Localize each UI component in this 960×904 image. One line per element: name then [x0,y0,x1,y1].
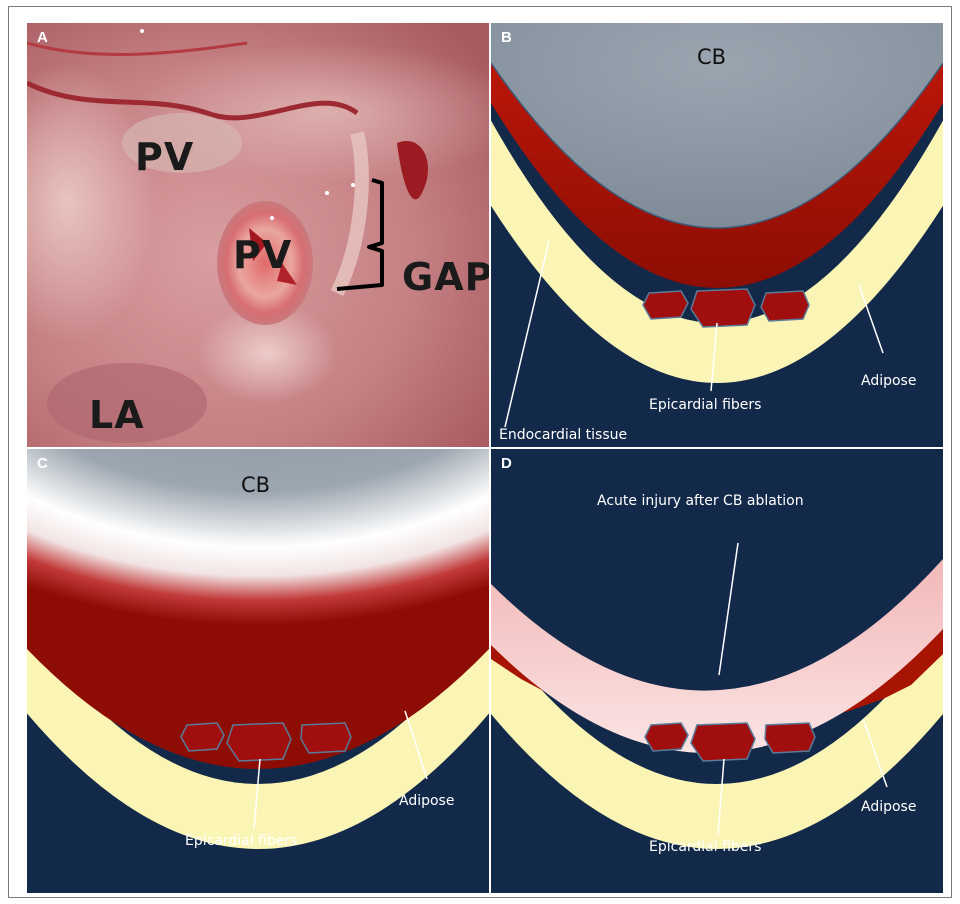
panel-a-letter: A [37,29,48,46]
figure: A PV PV GAP LA [8,6,952,898]
panel-b-letter: B [501,29,512,46]
panel-d-letter: D [501,455,512,472]
panel-c-diagram [27,449,489,893]
injury-label: Acute injury after CB ablation [597,493,804,509]
adipose-label: Adipose [861,799,916,815]
adipose-label: Adipose [399,793,454,809]
panel-d: D Acute injury after CB ablation Epicard… [491,449,943,893]
endocardial-label: Endocardial tissue [499,427,627,443]
panel-a: A PV PV GAP LA [27,23,489,447]
pv-upper-label: PV [135,135,194,179]
gap-label: GAP [402,255,489,299]
adipose-label: Adipose [861,373,916,389]
epicardial-label: Epicardial fibers [649,839,761,855]
panel-c-letter: C [37,455,48,472]
epicardial-label: Epicardial fibers [649,397,761,413]
la-label: LA [89,393,145,437]
cb-label: CB [241,473,270,497]
epicardial-fiber-group [645,723,815,761]
cb-label: CB [697,45,726,69]
panel-b: B CB Endocardial tissue Epicardial fiber… [491,23,943,447]
epicardial-label: Epicardial fibers [185,833,297,849]
panel-d-diagram [491,449,943,893]
panel-c: C CB Epicardial fibers Adipose [27,449,489,893]
pv-lower-label: PV [233,233,292,277]
